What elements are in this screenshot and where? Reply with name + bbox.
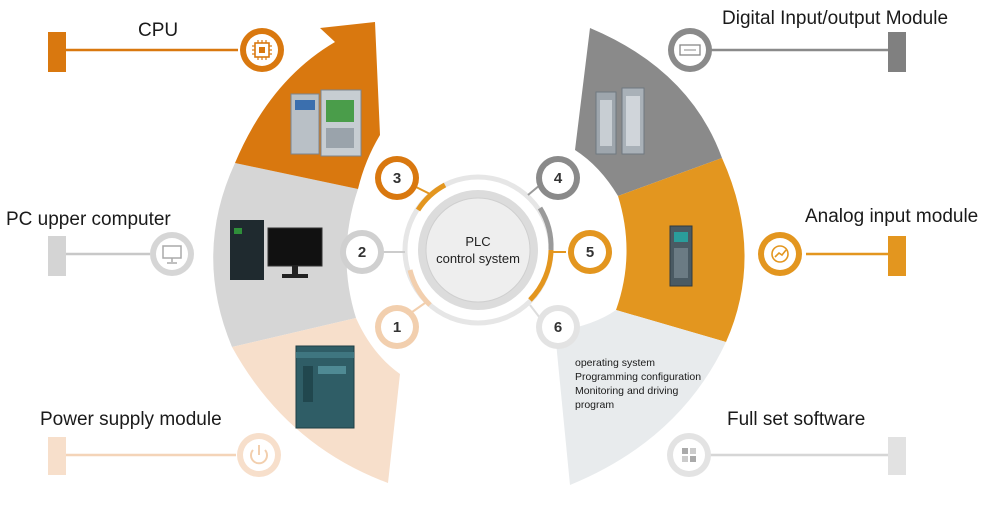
software-line: Programming configuration (575, 371, 701, 383)
digital-io-illustration (595, 87, 645, 155)
gauge-icon (758, 232, 802, 276)
badge-6: 6 (536, 305, 580, 349)
label-pc-upper-computer: PC upper computer (6, 209, 171, 230)
center-subtitle: control system (436, 251, 520, 266)
software-line: program (575, 399, 614, 411)
svg-text:6: 6 (554, 319, 562, 336)
badge-1: 1 (375, 305, 419, 349)
segment-6 (555, 310, 726, 485)
svg-text:2: 2 (358, 244, 366, 261)
connector-lines (66, 48, 888, 457)
svg-text:4: 4 (554, 170, 563, 187)
chip-icon (240, 28, 284, 72)
badge-5: 5 (568, 230, 612, 274)
label-power-supply-module: Power supply module (40, 409, 222, 430)
software-line: operating system (575, 357, 655, 369)
software-line: Monitoring and driving (575, 385, 678, 397)
svg-text:1: 1 (393, 319, 401, 336)
label-full-set-software: Full set software (727, 409, 865, 430)
badge-3: 3 (375, 156, 419, 200)
power-icon (237, 433, 281, 477)
cpu-device-illustration (290, 89, 362, 157)
badge-4: 4 (536, 156, 580, 200)
label-digital-io-module: Digital Input/output Module (722, 8, 948, 29)
analog-module-illustration (669, 225, 693, 287)
center-title: PLC (465, 234, 490, 249)
software-icon (667, 433, 711, 477)
label-cpu: CPU (138, 20, 178, 41)
svg-text:3: 3 (393, 170, 401, 187)
software-description: operating system Programming configurati… (575, 357, 701, 411)
monitor-icon (150, 232, 194, 276)
svg-text:5: 5 (586, 244, 594, 261)
end-tabs (48, 32, 906, 475)
pc-device-illustration (230, 220, 323, 280)
io-display-icon (668, 28, 712, 72)
power-supply-illustration (295, 345, 355, 429)
center-hub: PLC control system (402, 174, 554, 326)
label-analog-input-module: Analog input module (805, 206, 978, 227)
badge-2: 2 (340, 230, 384, 274)
